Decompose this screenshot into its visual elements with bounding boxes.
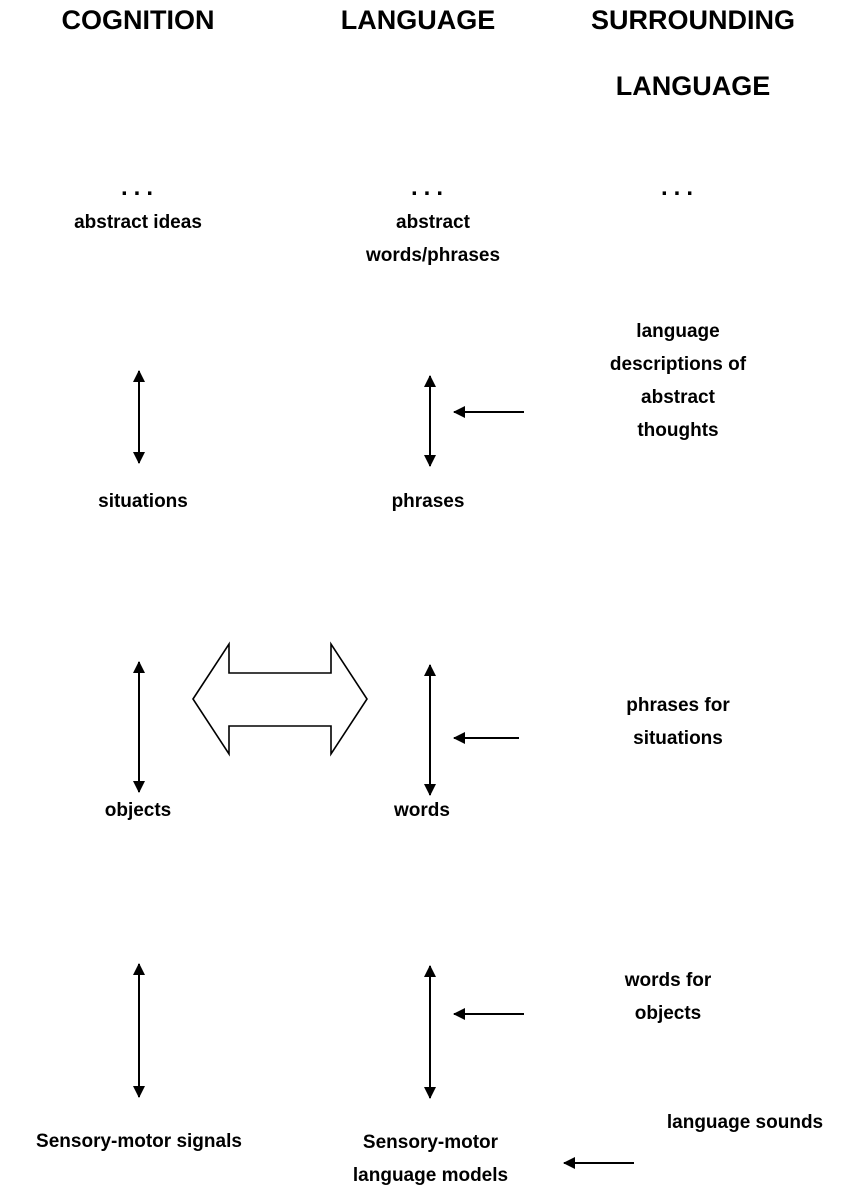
label-words-for-objects: words for objects [624,970,712,1024]
label-objects: objects [104,800,172,821]
label-phrases: phrases [391,491,465,512]
ellipsis-language: ... [410,174,449,201]
label-sensory-motor-signals: Sensory-motor signals [36,1131,242,1152]
header-surrounding-language: LANGUAGE [615,71,771,101]
ellipsis-surrounding: ... [660,174,699,201]
label-abstract-words-phrases: abstract words/phrases [365,212,501,266]
header-language: LANGUAGE [340,5,496,35]
bidirectional-block-arrow [192,641,368,757]
header-surrounding: SURROUNDING [590,5,795,35]
header-cognition: COGNITION [61,5,215,35]
label-situations: situations [98,491,188,512]
label-words: words [394,800,450,821]
label-sensory-motor-language-models: Sensory-motor language models [352,1132,509,1186]
label-language-descriptions: language descriptions of abstract though… [609,321,747,441]
ellipsis-cognition: ... [120,174,159,201]
label-language-sounds: language sounds [666,1112,824,1133]
label-abstract-ideas: abstract ideas [74,212,202,233]
label-phrases-for-situations: phrases for situations [626,695,730,749]
